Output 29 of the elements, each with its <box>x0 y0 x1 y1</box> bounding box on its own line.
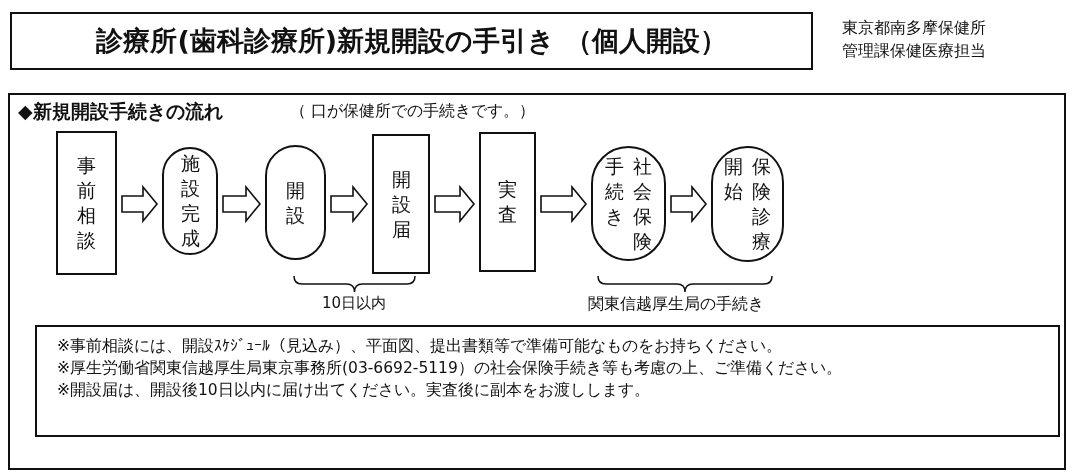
title-banner: 診療所(歯科診療所)新規開設の手引き （個人開設） <box>10 12 813 70</box>
step-label: 社会保険手続き <box>604 153 653 254</box>
note-text: ※事前相談には、開設ｽｹｼﾞｭｰﾙ（見込み）、平面図、提出書類等で準備可能なものをお持ちください。 <box>57 336 782 357</box>
step-label: 開設届 <box>391 166 411 242</box>
rounded-step-box <box>162 147 218 255</box>
section-heading: ◆新規開設手続きの流れ <box>18 99 223 124</box>
step-label: 開設 <box>285 177 306 228</box>
block-arrow <box>434 184 476 224</box>
step-box <box>372 134 430 274</box>
dept-text: 東京都南多摩保健所管理課保健医療担当 <box>842 17 987 62</box>
note-text: ※厚生労働省関東信越厚生局東京事務所(03-6692-5119）の社会保険手続き等も考慮の上、ご準備ください。 <box>57 358 842 379</box>
step-label: 事前相談 <box>76 153 97 253</box>
note-text: ※開設届は、開設後10日以内に届け出てください。実査後に副本をお渡しします。 <box>57 380 650 401</box>
block-arrow <box>670 184 708 224</box>
step-box <box>56 131 117 275</box>
notes-box <box>35 325 1060 437</box>
rounded-step-box <box>265 145 326 260</box>
section-note: （ 口が保健所での手続きです。） <box>290 101 536 122</box>
block-arrow <box>121 184 159 224</box>
block-arrow <box>222 184 262 224</box>
step-label: 施設完成 <box>180 151 200 251</box>
step-label: 保険診療開始 <box>723 154 772 254</box>
step-box <box>479 132 536 272</box>
brace-label: 10日以内 <box>322 294 387 313</box>
section-frame <box>8 93 1066 470</box>
block-arrow <box>330 184 369 224</box>
brace-label: 関東信越厚生局の手続き <box>588 294 764 315</box>
step-label: 実査 <box>497 177 518 227</box>
block-arrow <box>540 184 588 224</box>
